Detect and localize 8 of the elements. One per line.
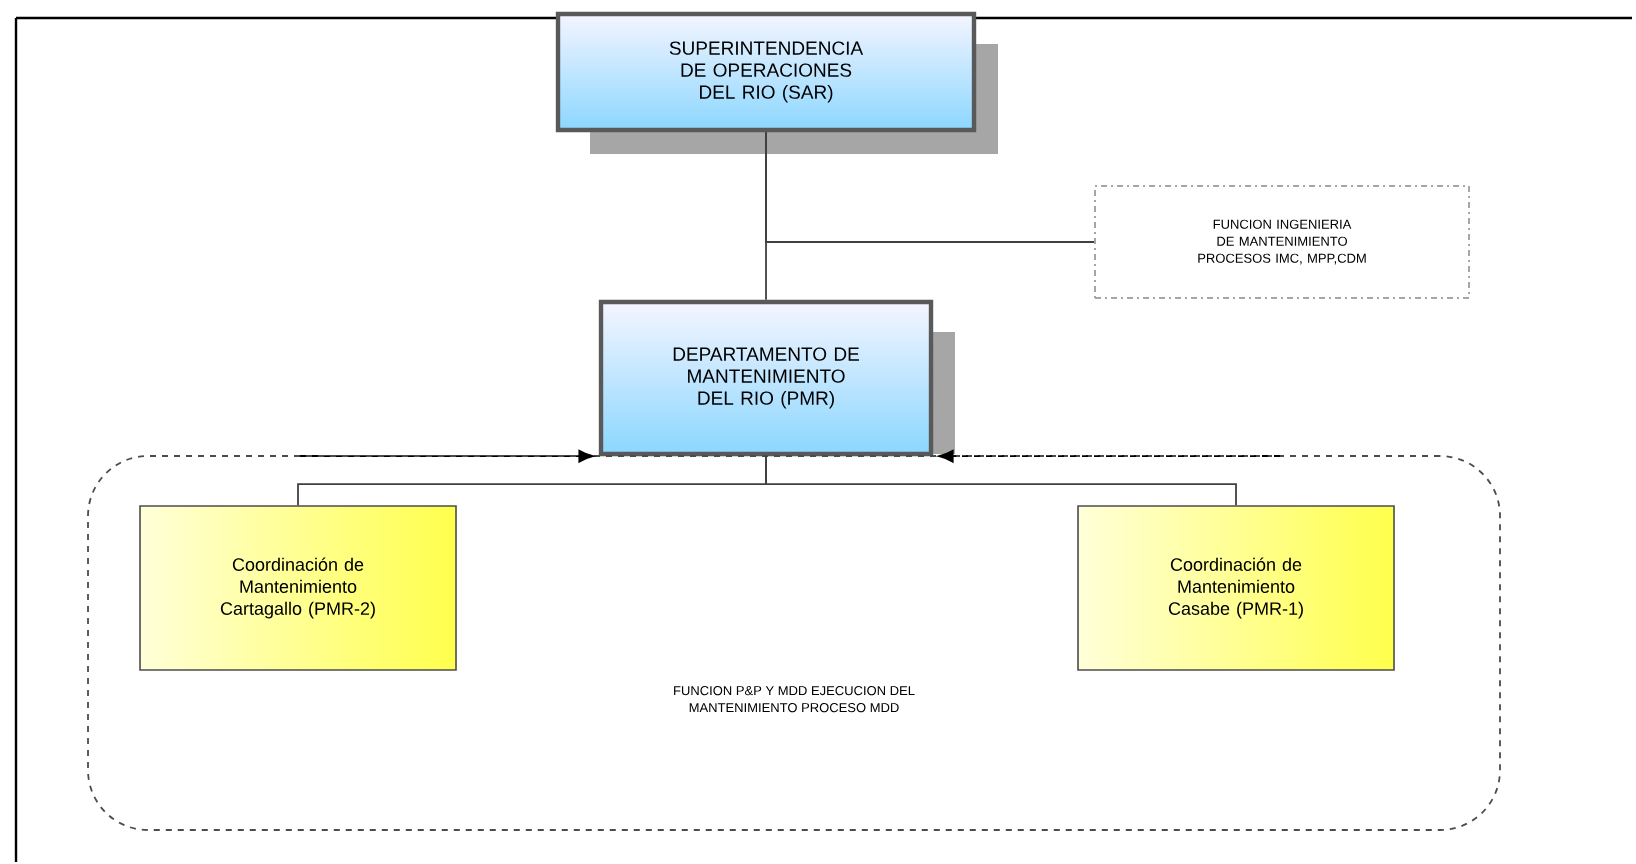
org-box: Coordinación de Mantenimiento Casabe (PMR-1) <box>1077 505 1395 671</box>
connector <box>938 449 1281 463</box>
org-box: Coordinación de Mantenimiento Cartagallo (PMR-2) <box>139 505 457 671</box>
org-box: SUPERINTENDENCIA DE OPERACIONES DEL RIO (SAR) <box>555 11 977 133</box>
connector <box>765 455 1237 507</box>
org-box: DEPARTAMENTO DE MANTENIMIENTO DEL RIO (PMR) <box>598 299 934 457</box>
connector <box>299 449 594 463</box>
connector <box>765 131 1095 243</box>
